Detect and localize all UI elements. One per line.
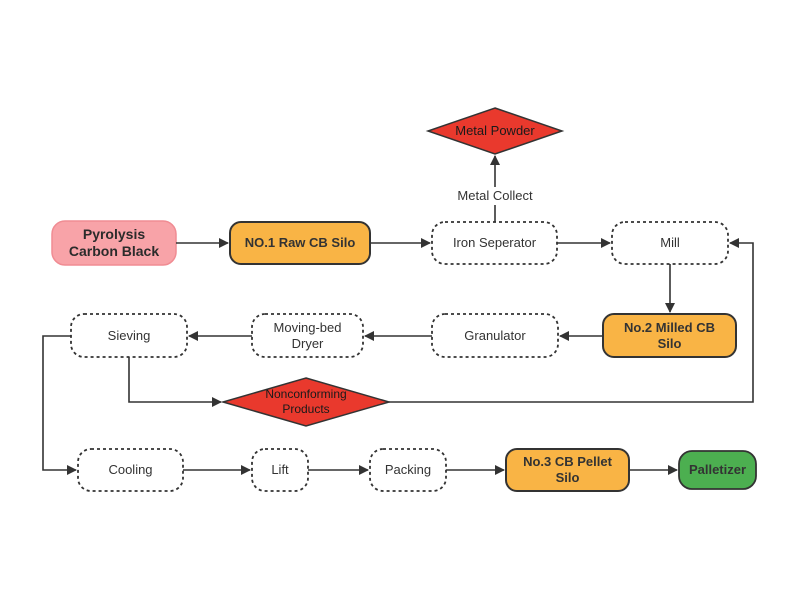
no3-cb-pellet-silo-label: No.3 CB Pellet Silo — [523, 454, 612, 485]
palletizer-node — [678, 450, 757, 490]
mill-label: Mill — [660, 235, 680, 250]
lift-label: Lift — [271, 462, 289, 477]
metal-collect-label: Metal Collect — [445, 187, 545, 205]
no1-raw-cb-silo-label: NO.1 Raw CB Silo — [244, 235, 356, 250]
granulator-node — [431, 313, 559, 358]
palletizer-label: Palletizer — [688, 462, 747, 477]
nonconforming-products-label: Nonconforming Products — [265, 387, 347, 416]
cooling-node — [77, 448, 184, 492]
nonconforming-products-node — [220, 377, 392, 427]
moving-bed-dryer-label: Moving-bed Dryer — [273, 319, 342, 351]
mill-node — [611, 221, 729, 265]
cooling-label: Cooling — [108, 462, 153, 477]
arrow-sieving-to-nonconforming — [128, 357, 222, 407]
arrow-sieving-to-cooling — [42, 335, 77, 475]
metal-powder-node — [425, 107, 565, 155]
iron-separator-label: Iron Seperator — [452, 235, 537, 250]
moving-bed-dryer-node — [251, 313, 364, 358]
sieving-label: Sieving — [107, 327, 151, 343]
no2-milled-cb-silo-label: No.2 Milled CB Silo — [623, 319, 715, 351]
granulator-label: Granulator — [464, 327, 526, 343]
metal-powder-label: Metal Powder — [455, 123, 535, 138]
arrow-nonconforming-to-mill — [389, 238, 754, 403]
packing-label: Packing — [384, 462, 432, 477]
pyrolysis-carbon-black-label: Pyrolysis Carbon Black — [68, 226, 160, 259]
lift-node — [251, 448, 309, 492]
